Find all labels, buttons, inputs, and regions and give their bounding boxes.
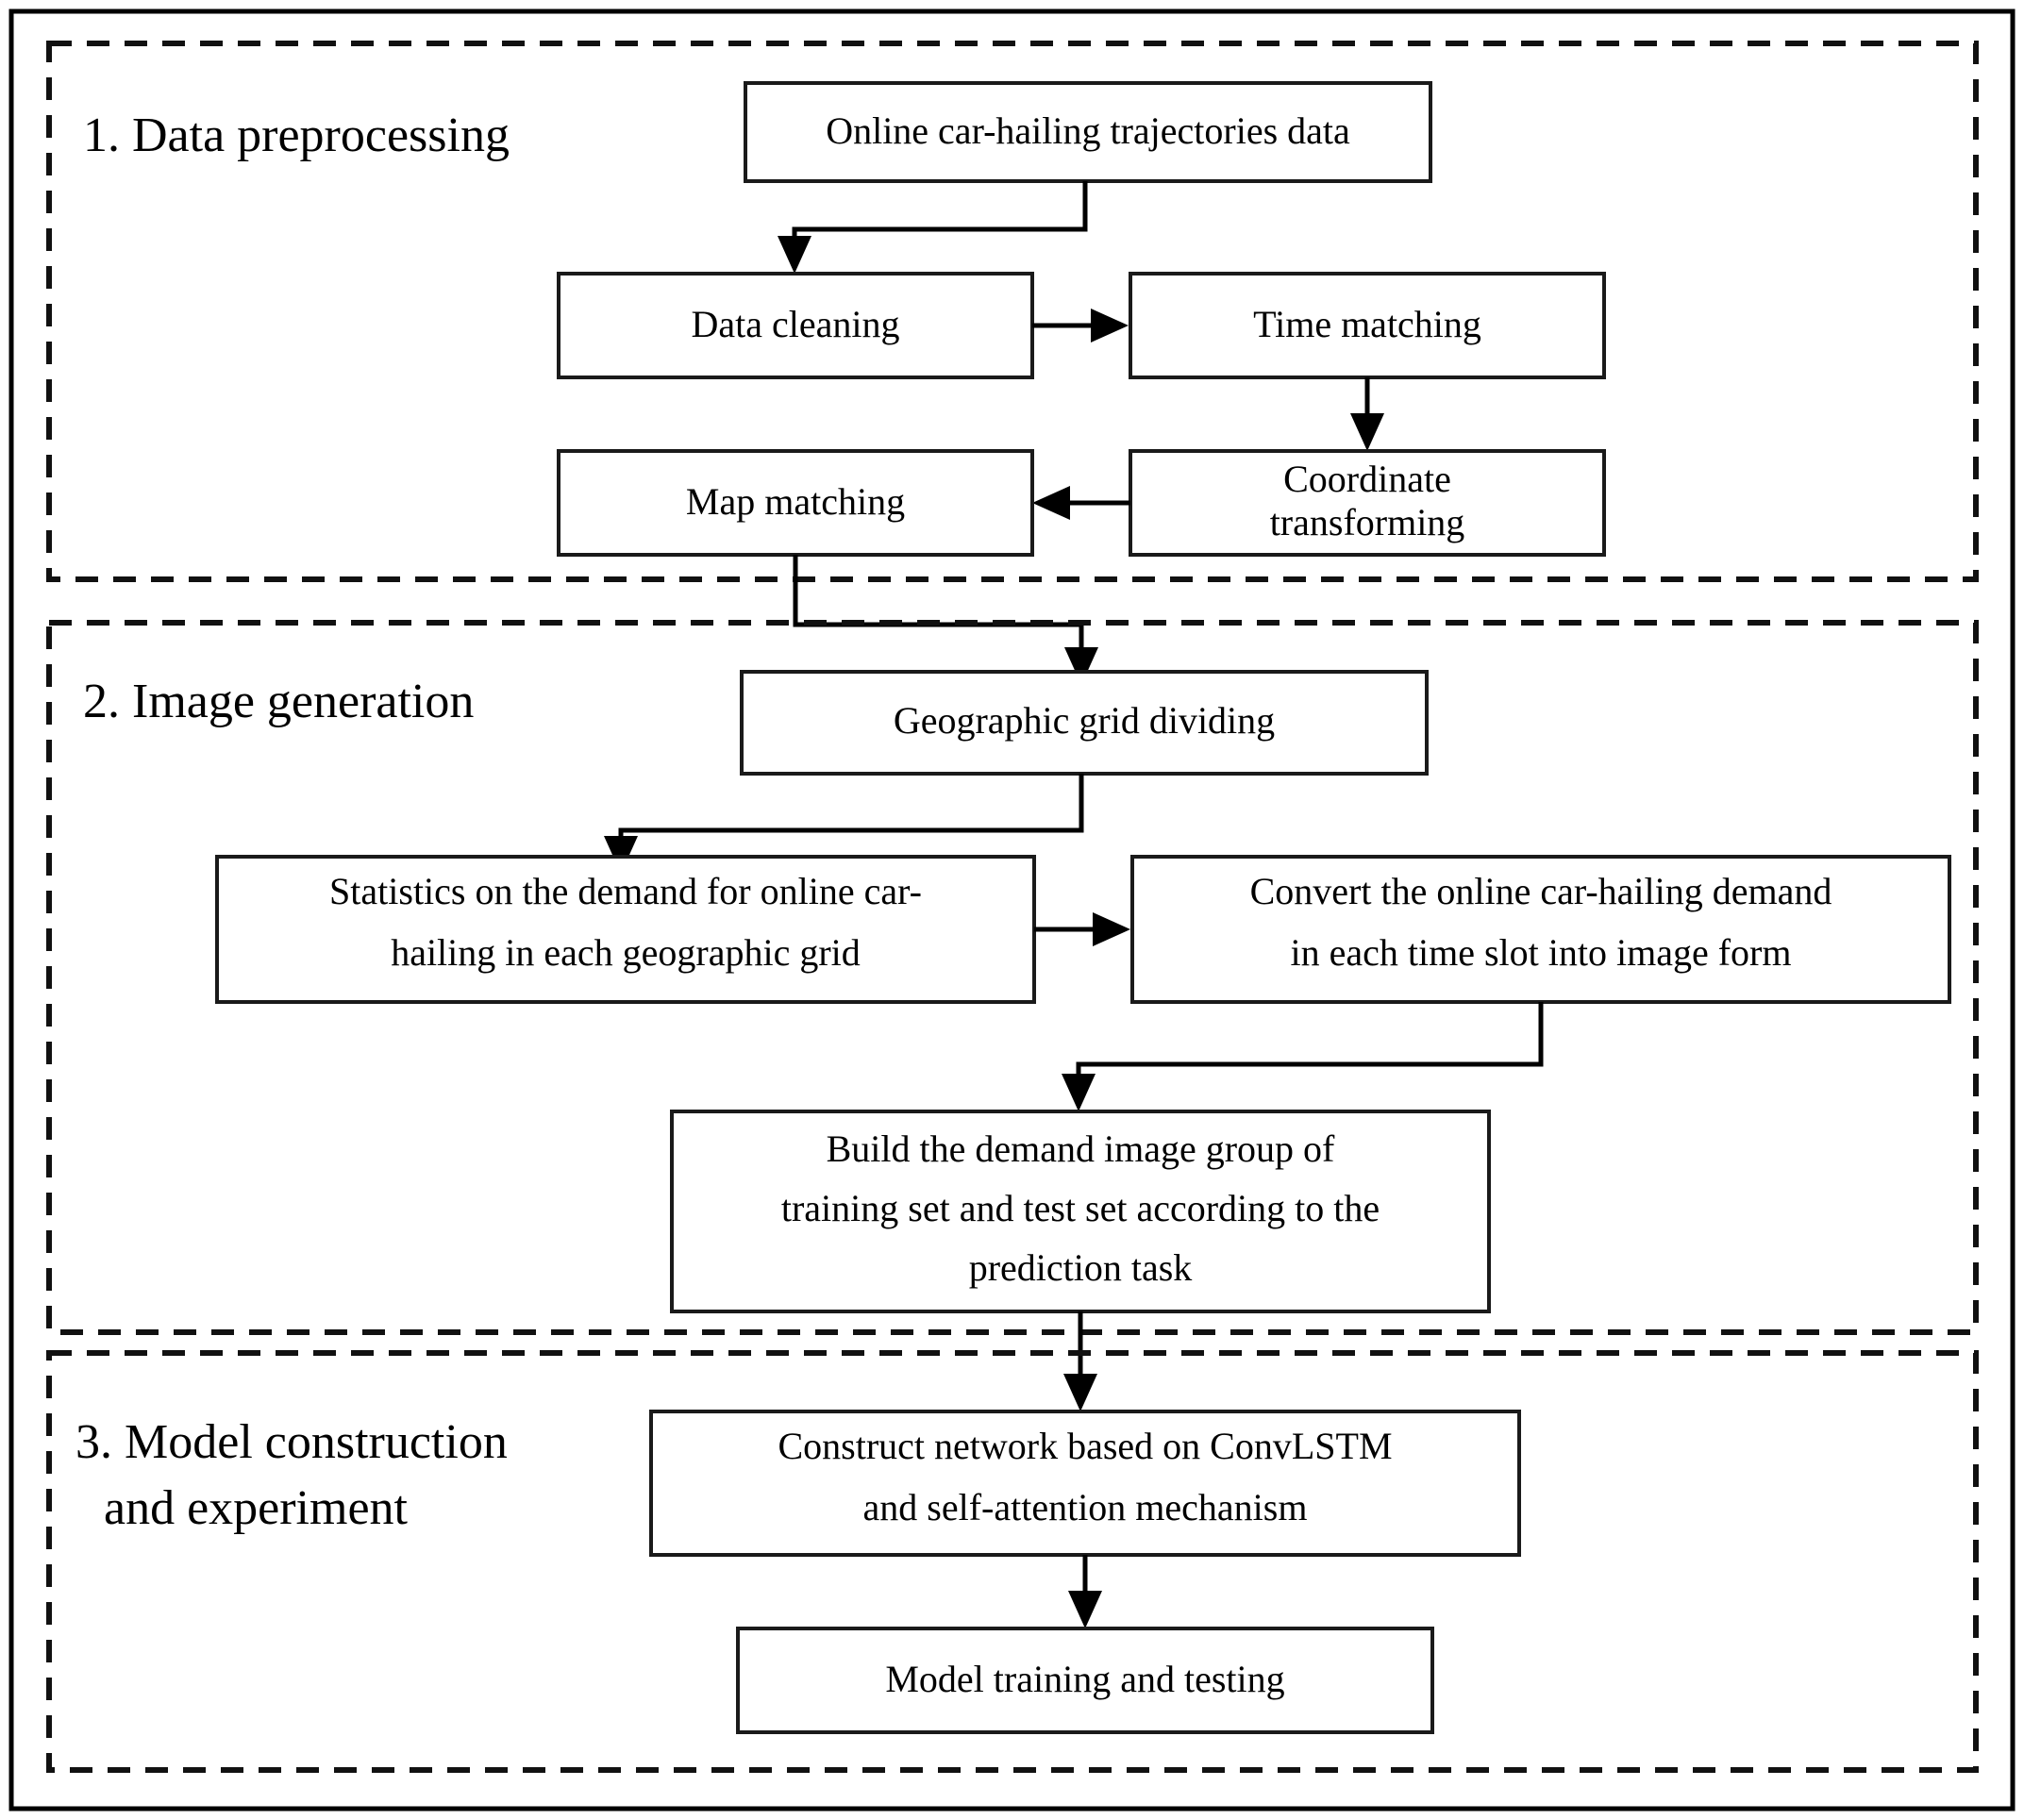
node-grid-dividing-label: Geographic grid dividing — [894, 699, 1275, 742]
outer-border — [8, 8, 2016, 1812]
edge-build-group-to-construct-network-arrowhead — [1063, 1374, 1097, 1411]
edge-construct-network-to-model-training-arrowhead — [1068, 1591, 1102, 1628]
node-trajectories-box[interactable] — [744, 81, 1432, 183]
node-construct-network-label-line2: and self-attention mechanism — [863, 1486, 1308, 1528]
section-3-frame — [46, 1350, 1979, 1773]
edge-trajectories-to-data-cleaning — [792, 181, 1088, 253]
node-construct-network-box[interactable] — [649, 1410, 1521, 1557]
edge-time-matching-to-coordinate-arrowhead — [1350, 413, 1384, 451]
node-build-image-group-box[interactable] — [670, 1110, 1491, 1313]
node-build-image-group-label-line2: training set and test set according to t… — [781, 1187, 1380, 1229]
edge-convert-to-build-group-arrowhead — [1062, 1074, 1096, 1111]
section-3-title-line2: and experiment — [104, 1481, 409, 1535]
node-convert-image-label-line2: in each time slot into image form — [1291, 931, 1792, 974]
node-data-cleaning-label: Data cleaning — [692, 303, 900, 345]
node-statistics-demand-box[interactable] — [215, 855, 1036, 1004]
edge-data-cleaning-to-time-matching-arrowhead — [1091, 309, 1129, 342]
edge-map-matching-to-grid-dividing-arrowhead — [1064, 647, 1098, 685]
node-statistics-demand-label-line1: Statistics on the demand for online car- — [329, 870, 922, 912]
node-coordinate-transforming-label-line2: transforming — [1270, 501, 1465, 543]
edge-grid-dividing-to-statistics — [618, 774, 1084, 849]
edge-statistics-to-convert-arrowhead — [1093, 912, 1130, 946]
section-1-title: 1. Data preprocessing — [83, 109, 510, 162]
section-2-title: 2. Image generation — [83, 675, 474, 728]
node-coordinate-transforming-box[interactable] — [1129, 449, 1606, 557]
node-trajectories-label: Online car-hailing trajectories data — [826, 109, 1350, 152]
node-build-image-group-label-line3: prediction task — [969, 1246, 1193, 1289]
node-coordinate-transforming-label-line1: Coordinate — [1283, 458, 1451, 500]
node-model-training-label: Model training and testing — [885, 1658, 1284, 1700]
node-map-matching-box[interactable] — [557, 449, 1034, 557]
edge-trajectories-to-data-cleaning-arrowhead — [778, 236, 811, 274]
node-model-training-box[interactable] — [736, 1627, 1434, 1734]
edge-coordinate-to-map-matching-arrowhead — [1032, 486, 1070, 520]
node-convert-image-label-line1: Convert the online car-hailing demand — [1250, 870, 1832, 912]
node-build-image-group-label-line1: Build the demand image group of — [827, 1127, 1335, 1170]
section-1-frame — [46, 41, 1979, 582]
edge-map-matching-to-grid-dividing — [793, 555, 1084, 660]
node-grid-dividing-box[interactable] — [740, 670, 1429, 776]
node-construct-network-label-line1: Construct network based on ConvLSTM — [778, 1425, 1392, 1467]
node-time-matching-label: Time matching — [1253, 303, 1481, 345]
section-3-title-line1: 3. Model construction — [75, 1415, 508, 1469]
node-map-matching-label: Map matching — [686, 480, 905, 523]
edge-convert-to-build-group — [1076, 1002, 1544, 1087]
node-time-matching-box[interactable] — [1129, 272, 1606, 379]
node-convert-image-box[interactable] — [1130, 855, 1951, 1004]
section-2-frame — [46, 620, 1979, 1335]
node-statistics-demand-label-line2: hailing in each geographic grid — [391, 931, 861, 974]
